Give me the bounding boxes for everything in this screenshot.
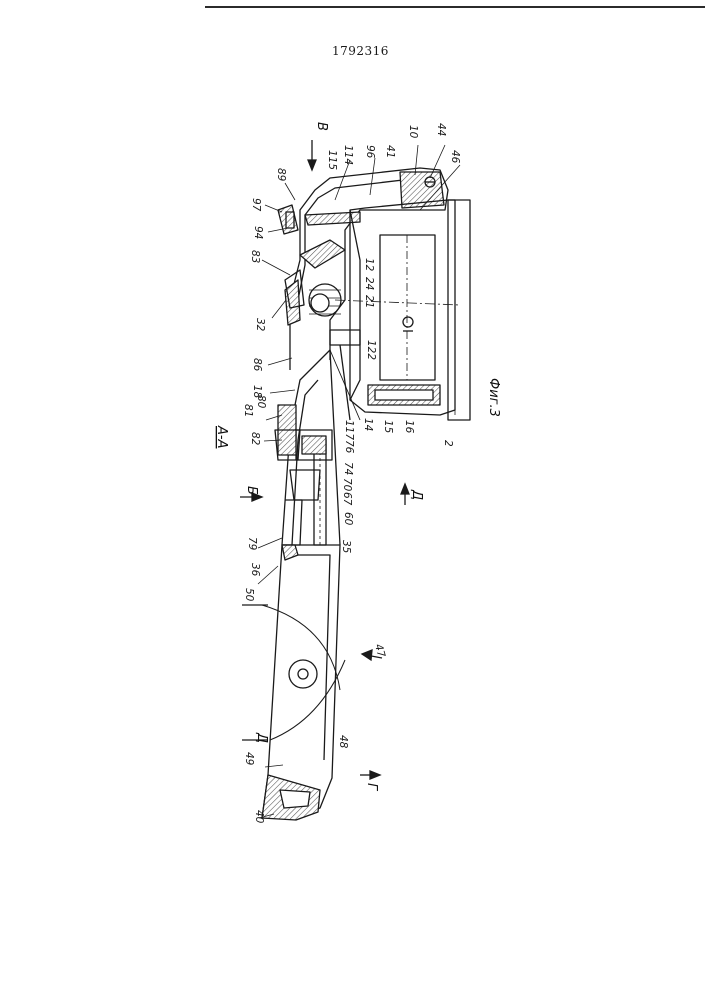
callout-76: 76 [343,440,355,454]
callout-96: 96 [364,145,376,159]
pivot-circle [289,660,317,688]
callout-115: 115 [326,150,338,170]
view-label-g: Г [364,783,379,792]
callout-41: 41 [384,145,396,158]
callout-2: 2 [442,440,454,447]
callout-15: 15 [382,420,394,434]
handle-inner-wall [292,555,330,760]
plate-2 [448,200,470,420]
callout-82: 82 [249,432,261,446]
callout-44: 44 [435,123,447,136]
motor-block [380,235,435,380]
callout-94: 94 [252,226,264,239]
callout-50: 50 [243,588,255,602]
callout-24: 24 [363,277,375,290]
rod [314,440,326,545]
callout-86: 86 [251,358,263,372]
callout-48: 48 [337,735,349,749]
section-label: A-A [214,425,229,448]
view-label-d2: Д [254,732,269,743]
callout-70: 70 [341,478,353,492]
callout-36: 36 [249,563,261,577]
view-label-d: Д [409,489,424,500]
callout-40: 40 [253,810,265,824]
callout-60: 60 [342,512,354,526]
callout-10: 10 [407,125,419,139]
callout-35: 35 [340,540,352,554]
callout-117: 117 [343,420,355,440]
callout-67: 67 [341,492,353,506]
callout-122: 122 [365,340,377,360]
callout-80: 80 [255,395,267,409]
callout-81: 81 [242,404,254,417]
callout-14: 14 [362,418,374,431]
callout-89: 89 [275,168,287,182]
callout-74: 74 [342,462,354,475]
callout-32: 32 [254,318,266,332]
callout-46: 46 [449,150,461,164]
callout-97: 97 [250,198,262,212]
callout-79: 79 [246,537,258,551]
callout-49: 49 [243,752,255,766]
callout-16: 16 [403,420,415,434]
callout-21: 21 [363,295,375,308]
callout-83: 83 [249,250,261,263]
callout-12: 12 [363,258,375,272]
callout-114: 114 [342,145,354,165]
figure-caption: Фиг.3 [486,378,501,417]
callout-labels: 89 97 94 83 32 86 18 80 81 82 79 36 50 4… [214,122,501,824]
head-shell-hatched [285,280,300,325]
view-label-b: Б [244,486,259,495]
view-label-v: В [314,122,329,131]
